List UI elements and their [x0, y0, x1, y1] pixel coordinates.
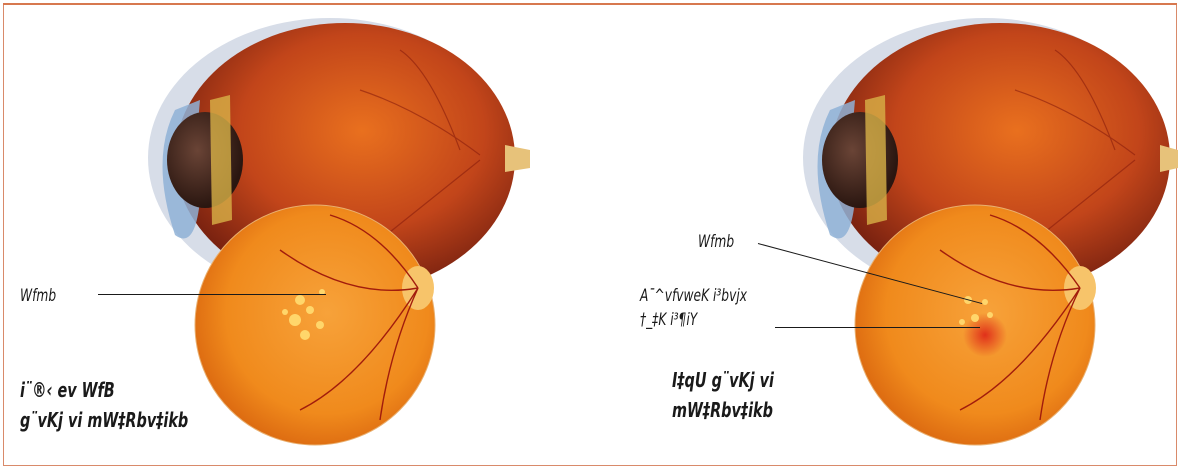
right-optic-nerve — [1160, 145, 1178, 172]
left-fundus-disc — [195, 205, 435, 445]
left-macula-pointer — [98, 294, 326, 295]
left-iris-band — [210, 95, 232, 225]
right-callout-line2: †_‡K i³¶iY — [640, 310, 697, 330]
right-macula-label: Wfmb — [698, 232, 734, 252]
left-macula-label: Wfmb — [20, 286, 56, 306]
right-lens — [822, 112, 898, 208]
left-caption-line2: g¨vKj vi mW‡Rbv‡ikb — [20, 408, 188, 432]
right-hemorrhage — [963, 313, 1007, 357]
right-caption-line1: I‡qU g¨vKj vi — [672, 368, 774, 392]
right-caption-line2: mW‡Rbv‡ikb — [672, 398, 773, 422]
left-caption-line1: i¨®‹ ev WfB — [20, 378, 115, 402]
left-eye — [148, 18, 530, 445]
left-optic-nerve — [505, 145, 530, 172]
right-callout-line1: A¯^vfvweK i³bvjx — [640, 286, 747, 306]
right-iris-band — [865, 95, 887, 225]
left-lens — [167, 112, 243, 208]
right-hemorrhage-pointer — [775, 327, 980, 328]
right-eye — [803, 18, 1178, 445]
